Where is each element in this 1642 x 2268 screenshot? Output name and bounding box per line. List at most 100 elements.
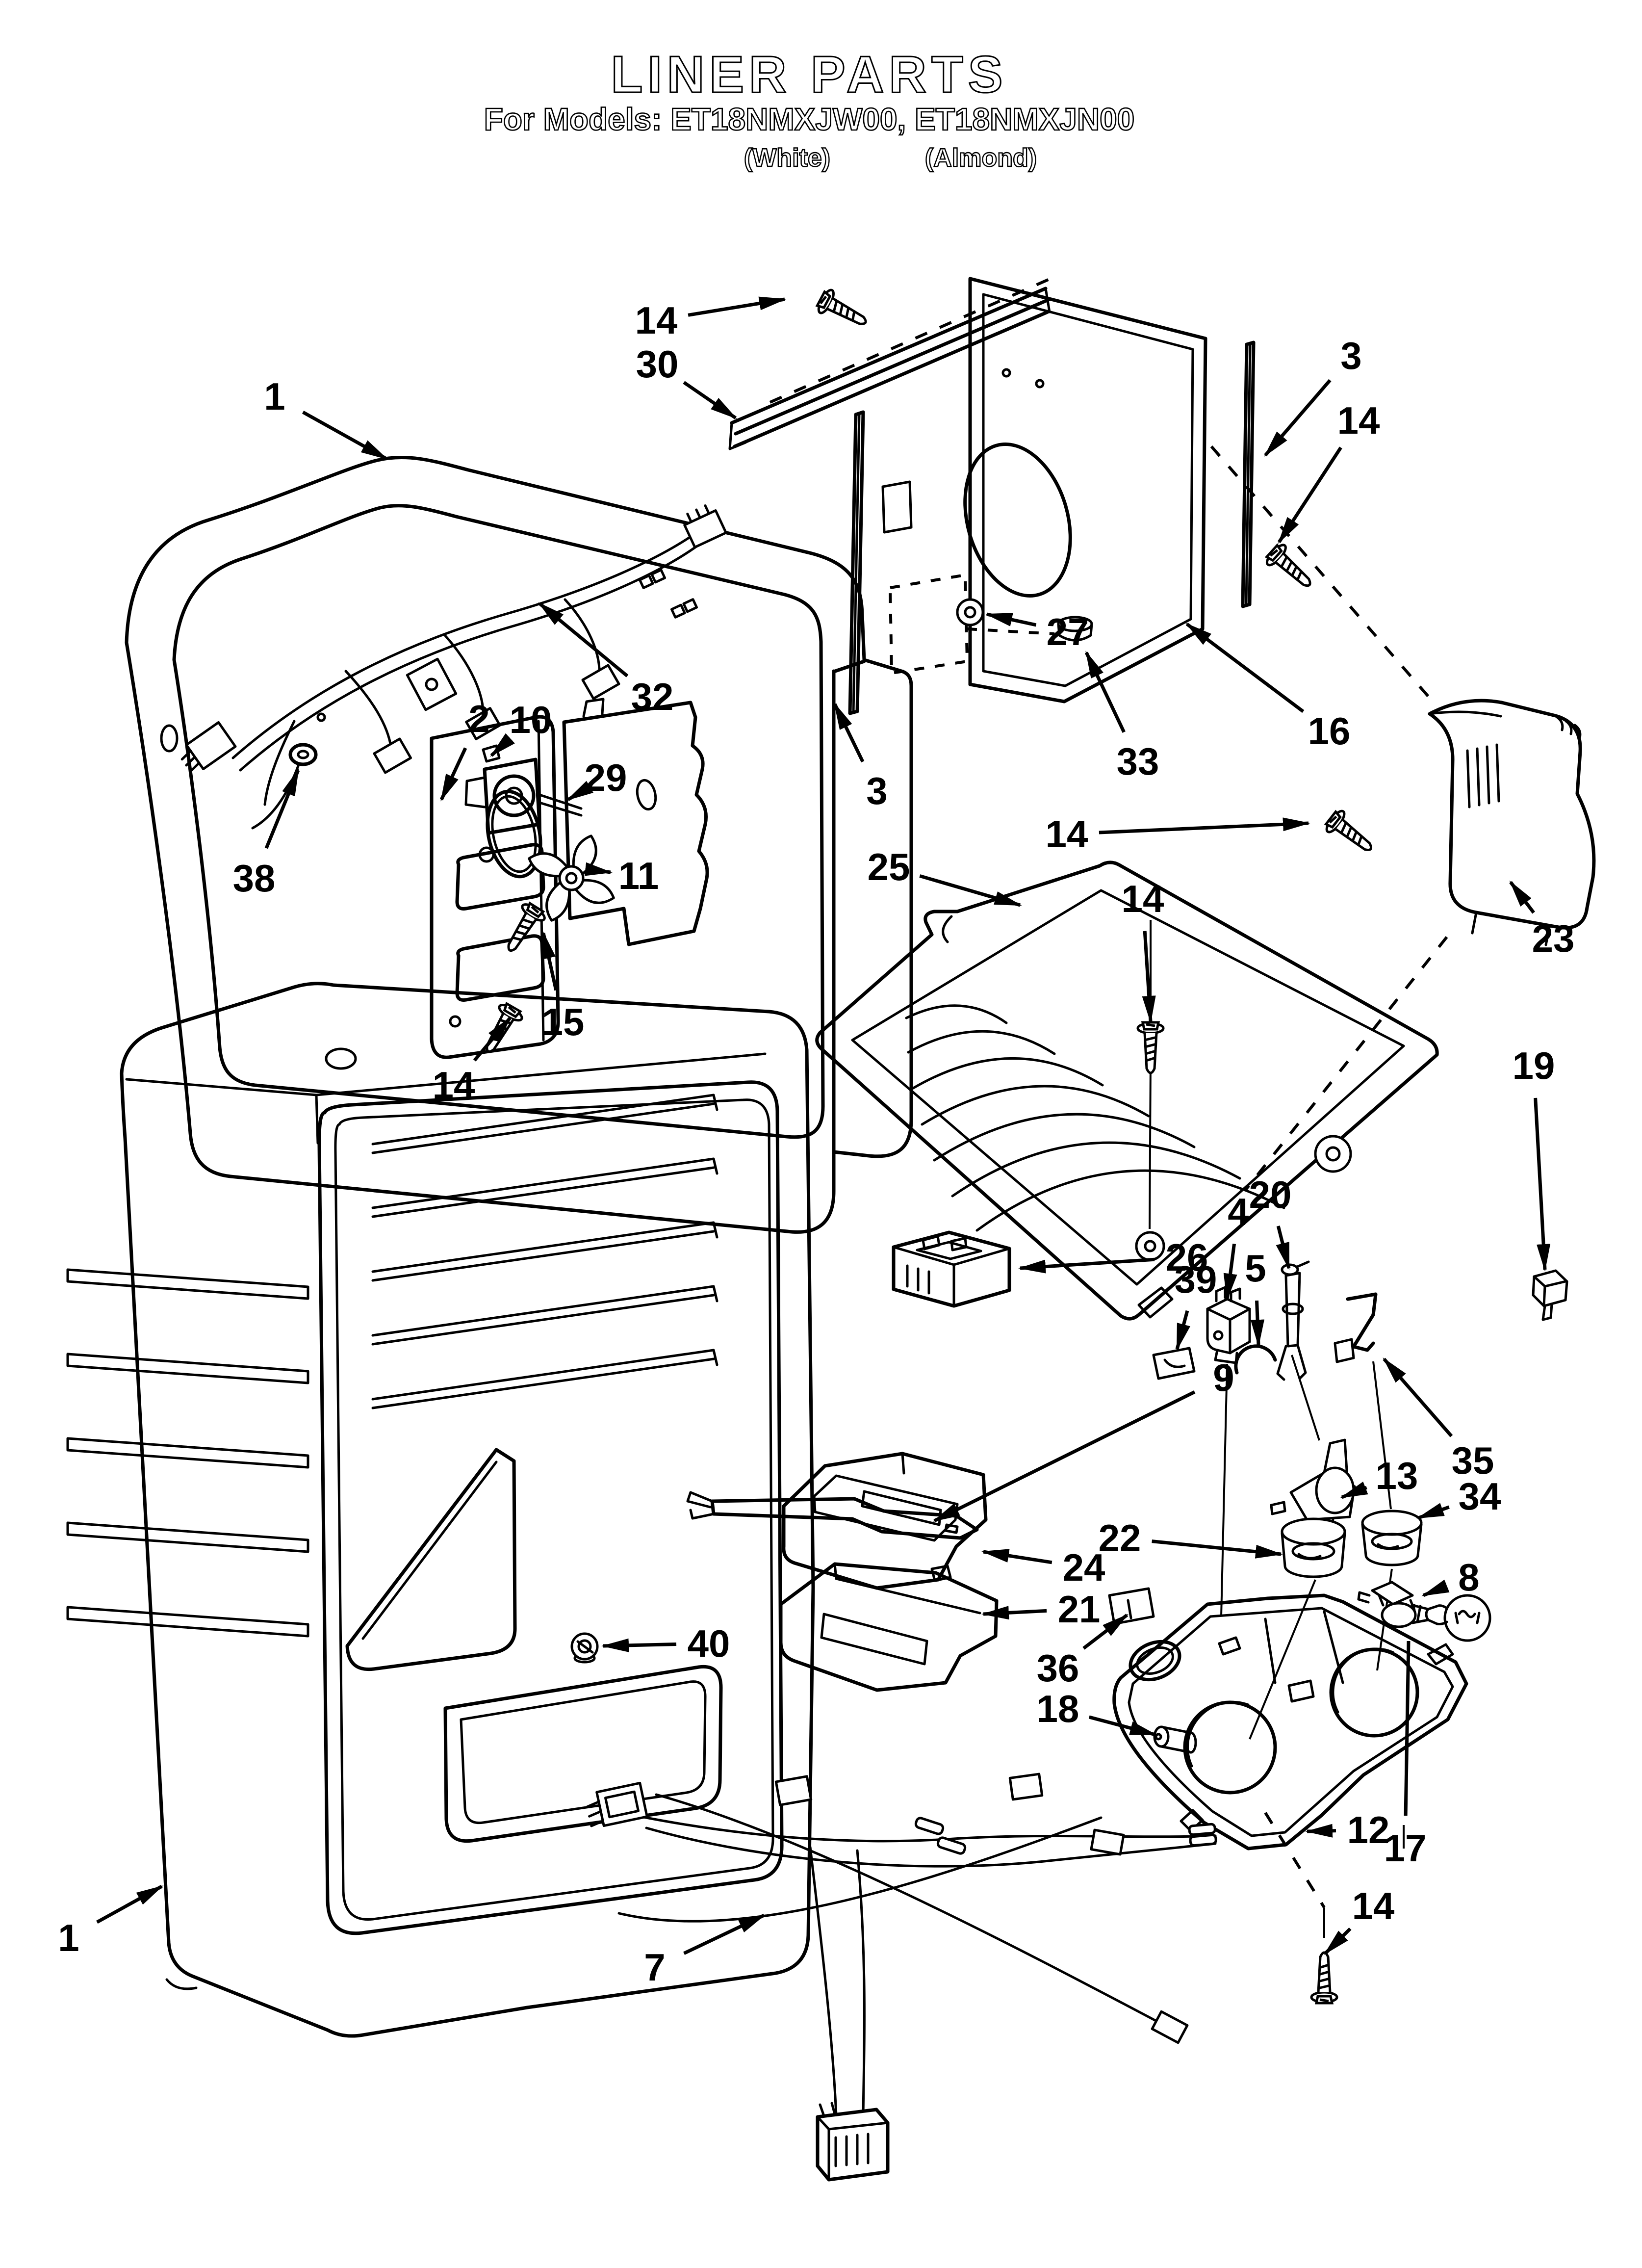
callout-7-41: 7 bbox=[644, 1913, 766, 1989]
callout-36-36: 36 bbox=[1037, 1614, 1129, 1690]
callout-13-28: 13 bbox=[1340, 1454, 1418, 1499]
callout-leader-38 bbox=[264, 768, 300, 849]
callout-26-22: 26 bbox=[1018, 1236, 1208, 1279]
callout-number-14: 14 bbox=[1046, 812, 1088, 856]
clip-19 bbox=[1532, 1269, 1568, 1321]
callout-27-5: 27 bbox=[985, 610, 1089, 653]
callout-35-29: 35 bbox=[1383, 1357, 1494, 1482]
color-label-white: (White) bbox=[744, 143, 831, 173]
callout-23-20: 23 bbox=[1509, 880, 1575, 960]
callout-21-34: 21 bbox=[981, 1588, 1101, 1631]
callout-24-32: 24 bbox=[981, 1546, 1105, 1589]
callout-leader-27 bbox=[985, 612, 1037, 627]
main-liner-cabinet bbox=[66, 982, 815, 2038]
callout-leader-15 bbox=[541, 931, 558, 991]
callout-number-16: 16 bbox=[1308, 709, 1351, 753]
callout-1-40: 1 bbox=[58, 1884, 164, 1959]
wire-harness bbox=[586, 1773, 1217, 2182]
fan-blade bbox=[528, 834, 615, 922]
control-box bbox=[892, 1230, 1011, 1308]
callout-leader-32 bbox=[538, 602, 629, 678]
callout-22-31: 22 bbox=[1099, 1516, 1283, 1560]
callout-leader-39 bbox=[1175, 1310, 1190, 1351]
drip-tray bbox=[815, 860, 1439, 1321]
callout-9-27: 9 bbox=[932, 1356, 1234, 1523]
callout-leader-14 bbox=[1324, 1927, 1352, 1955]
callout-leader-1 bbox=[96, 1884, 164, 1924]
callout-number-22: 22 bbox=[1099, 1516, 1141, 1560]
callout-4-23: 4 bbox=[1223, 1190, 1249, 1301]
thermostat-4 bbox=[1206, 1286, 1251, 1364]
callout-33-7: 33 bbox=[1084, 651, 1159, 783]
callout-number-23: 23 bbox=[1532, 917, 1575, 960]
callout-number-14: 14 bbox=[1122, 877, 1164, 920]
air-duct-cover bbox=[1323, 699, 1596, 946]
callout-number-18: 18 bbox=[1037, 1687, 1079, 1730]
callout-leader-3 bbox=[1264, 379, 1332, 457]
wire-bracket-35 bbox=[1334, 1292, 1378, 1363]
harness-connector bbox=[180, 721, 237, 773]
callout-number-17: 17 bbox=[1384, 1826, 1427, 1870]
callout-number-14: 14 bbox=[635, 299, 678, 342]
color-label-almond: (Almond) bbox=[924, 143, 1038, 173]
callout-leader-18 bbox=[1088, 1715, 1157, 1737]
callout-number-33: 33 bbox=[1117, 740, 1159, 783]
callout-number-9: 9 bbox=[1213, 1356, 1234, 1399]
callout-14-42: 14 bbox=[1324, 1884, 1395, 1955]
callout-5-25: 5 bbox=[1245, 1247, 1266, 1347]
callout-leader-30 bbox=[683, 381, 738, 419]
lamp-socket bbox=[1357, 1581, 1417, 1628]
callout-number-8: 8 bbox=[1458, 1556, 1479, 1599]
callout-leader-7 bbox=[683, 1913, 766, 1955]
callout-leader-3 bbox=[833, 702, 865, 763]
callout-number-19: 19 bbox=[1513, 1044, 1555, 1087]
cup-22 bbox=[1281, 1517, 1346, 1578]
top-trim-rail bbox=[728, 273, 1060, 450]
callout-leader-25 bbox=[919, 874, 1022, 907]
callout-number-15: 15 bbox=[542, 1000, 585, 1043]
callout-number-14: 14 bbox=[1352, 1884, 1395, 1928]
rear-panel bbox=[881, 277, 1318, 704]
callout-number-21: 21 bbox=[1058, 1588, 1101, 1631]
callout-18-37: 18 bbox=[1037, 1687, 1157, 1737]
models-line: For Models: ET18NMXJW00, ET18NMXJN00 bbox=[483, 101, 1135, 138]
callout-number-1: 1 bbox=[264, 375, 285, 418]
callout-number-29: 29 bbox=[585, 756, 627, 799]
plug-button-33 bbox=[1057, 616, 1093, 642]
callout-3-16: 3 bbox=[833, 702, 888, 812]
freezer-wiring-harness bbox=[180, 504, 727, 806]
callout-leader-24 bbox=[981, 1549, 1052, 1564]
callout-25-17: 25 bbox=[868, 845, 1022, 907]
callout-leader-16 bbox=[1185, 623, 1305, 713]
callout-leader-14 bbox=[688, 296, 787, 317]
callout-leader-21 bbox=[981, 1606, 1047, 1620]
callout-34-30: 34 bbox=[1416, 1475, 1501, 1520]
callout-8-35: 8 bbox=[1421, 1556, 1480, 1599]
callout-number-14: 14 bbox=[433, 1064, 475, 1107]
callout-leader-10 bbox=[490, 733, 515, 757]
retainer-clip-5 bbox=[1234, 1344, 1277, 1375]
callout-leader-40 bbox=[601, 1638, 677, 1652]
callout-14-19: 14 bbox=[1122, 877, 1164, 1023]
defrost-fuse bbox=[1153, 1725, 1197, 1754]
callout-number-5: 5 bbox=[1245, 1247, 1266, 1290]
callout-number-11: 11 bbox=[618, 854, 659, 897]
callout-number-26: 26 bbox=[1166, 1236, 1208, 1279]
callout-16-6: 16 bbox=[1185, 623, 1351, 753]
callout-14-18: 14 bbox=[1046, 812, 1310, 856]
callout-number-38: 38 bbox=[233, 857, 276, 900]
callout-number-39: 39 bbox=[1175, 1258, 1217, 1301]
callout-number-13: 13 bbox=[1376, 1454, 1418, 1497]
callout-leader-8 bbox=[1421, 1579, 1450, 1597]
grommet-38 bbox=[251, 712, 326, 830]
callout-leader-23 bbox=[1509, 880, 1535, 914]
callout-3-3: 3 bbox=[1264, 334, 1362, 457]
trim-strip-right bbox=[1241, 340, 1256, 608]
callout-17-39: 17 bbox=[1384, 1641, 1427, 1870]
drain-plug-40 bbox=[570, 1632, 599, 1664]
page-title: LINER PARTS bbox=[610, 45, 1008, 104]
evaporator-fan-assembly bbox=[430, 698, 709, 1059]
callout-leader-34 bbox=[1416, 1503, 1450, 1520]
callout-39-26: 39 bbox=[1175, 1258, 1217, 1351]
